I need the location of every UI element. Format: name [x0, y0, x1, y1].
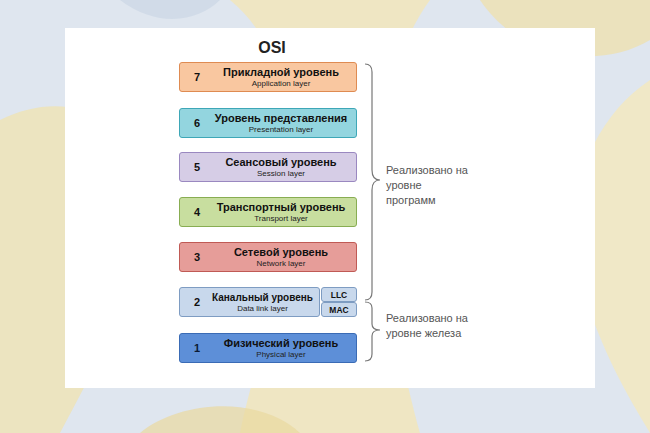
sublayer-tag: MAC: [321, 302, 357, 317]
layer-english-name: Session layer: [257, 169, 305, 179]
layer-number: 4: [180, 198, 214, 226]
layer-number: 3: [180, 243, 214, 271]
layer-box: 6Уровень представленияPresentation layer: [179, 108, 357, 138]
layer-english-name: Presentation layer: [249, 125, 313, 135]
layer-english-name: Application layer: [252, 79, 311, 89]
layer-name: Уровень представления: [215, 112, 347, 125]
layer-number: 1: [180, 334, 214, 362]
sublayer-name: LLC: [322, 288, 356, 301]
layer-box: 5Сеансовый уровеньSession layer: [179, 152, 357, 182]
layer-name: Транспортный уровень: [217, 201, 346, 214]
sublayer-tag: LLC: [321, 287, 357, 302]
bracket-note: Реализовано на уровне железа: [386, 311, 468, 341]
layer-name: Прикладной уровень: [223, 66, 339, 79]
layer-english-name: Network layer: [257, 259, 306, 269]
layer-box: 1Физический уровеньPhysical layer: [179, 333, 357, 363]
layer-name: Физический уровень: [224, 337, 339, 350]
layer-name: Канальный уровень: [212, 291, 313, 304]
layer-box: 2Канальный уровеньData link layer: [179, 287, 320, 317]
layer-number: 5: [180, 153, 214, 181]
layer-text: Канальный уровеньData link layer: [210, 288, 315, 316]
layer-text: Транспортный уровеньTransport layer: [210, 198, 352, 226]
layer-box: 4Транспортный уровеньTransport layer: [179, 197, 357, 227]
sublayer-name: MAC: [322, 303, 356, 316]
layer-name: Сетевой уровень: [234, 246, 328, 259]
layer-english-name: Transport layer: [254, 214, 308, 224]
white-panel: OSI7Прикладной уровеньApplication layer6…: [65, 28, 595, 388]
layer-name: Сеансовый уровень: [225, 156, 336, 169]
layer-number: 6: [180, 109, 214, 137]
layer-number: 7: [180, 63, 214, 91]
layer-number: 2: [180, 288, 214, 316]
layer-english-name: Physical layer: [256, 350, 305, 360]
layer-english-name: Data link layer: [237, 304, 288, 314]
layer-text: Прикладной уровеньApplication layer: [210, 63, 352, 91]
layer-box: 3Сетевой уровеньNetwork layer: [179, 242, 357, 272]
bracket-note: Реализовано на уровне программ: [386, 163, 468, 208]
layer-box: 7Прикладной уровеньApplication layer: [179, 62, 357, 92]
layer-text: Сетевой уровеньNetwork layer: [210, 243, 352, 271]
diagram-title: OSI: [237, 39, 307, 57]
layer-text: Сеансовый уровеньSession layer: [210, 153, 352, 181]
layer-text: Уровень представленияPresentation layer: [210, 109, 352, 137]
layer-text: Физический уровеньPhysical layer: [210, 334, 352, 362]
